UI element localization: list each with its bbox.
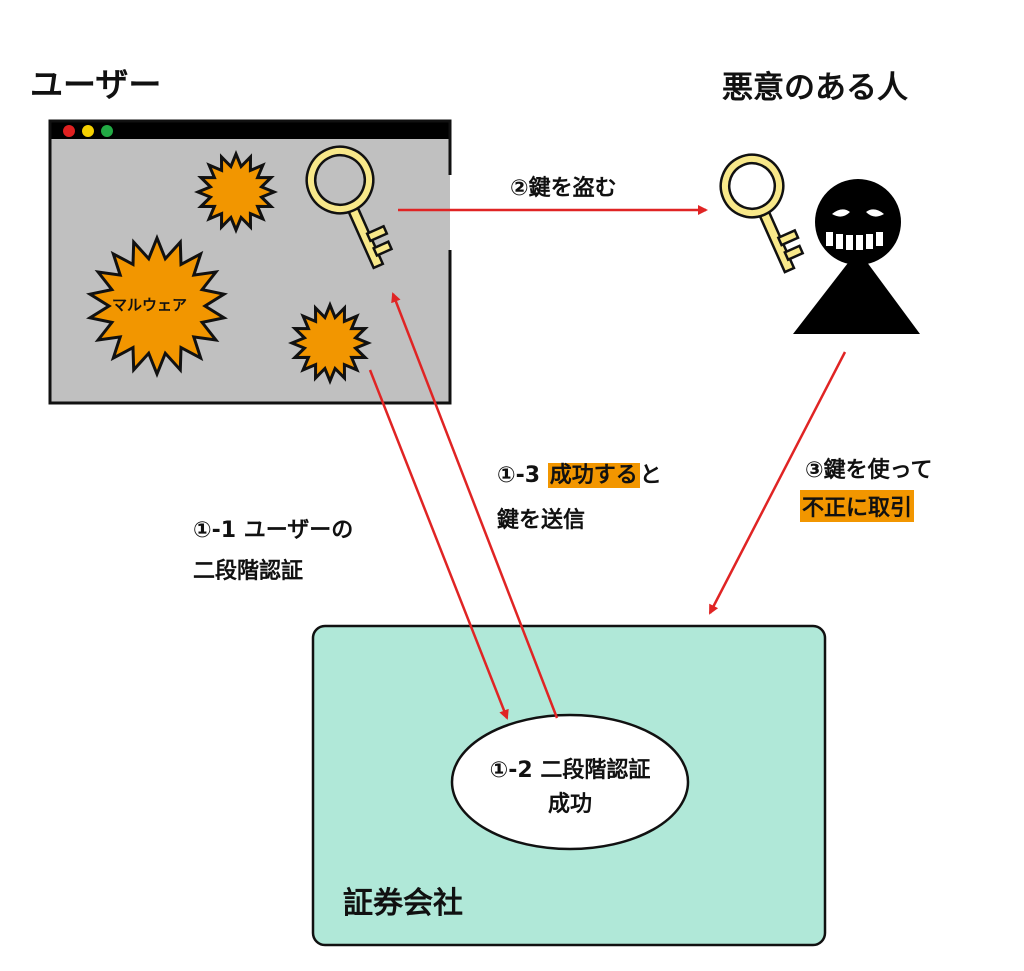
step1-2-line2: 成功 [547, 792, 592, 817]
step1-2-line1: ①-2 二段階認証 [489, 758, 651, 783]
arrow-fraud-trade [708, 351, 847, 615]
step2-label: ②鍵を盗む [510, 176, 617, 201]
malware-burst-small-icon [194, 150, 278, 234]
step1-3-line1: ①-3 成功すると [497, 457, 662, 489]
arrow-user-auth [368, 369, 509, 720]
step1-3-highlight: 成功する [547, 463, 640, 488]
attacker-label: 悪意のある人 [722, 70, 908, 106]
attacker-icon [793, 179, 920, 334]
malware-burst-large-icon [86, 233, 228, 379]
key-icon [305, 145, 394, 270]
step1-1-line2: 二段階認証 [193, 559, 304, 584]
close-dot-icon [63, 125, 75, 137]
malware-label: マルウェア [112, 296, 188, 314]
step1-3-prefix: ①-3 [497, 463, 548, 488]
malware-burst-small-icon [288, 301, 372, 385]
step1-3-line2: 鍵を送信 [497, 508, 586, 533]
stolen-key-icon [719, 153, 805, 274]
auth-success-ellipse [450, 713, 690, 851]
arrow-send-key [391, 292, 559, 719]
step1-1-line1: ①-1 ユーザーの [193, 518, 354, 543]
company-label: 証券会社 [343, 886, 463, 921]
step1-3-suffix: と [639, 463, 662, 488]
user-label: ユーザー [30, 65, 162, 104]
step3-line2: 不正に取引 [800, 490, 915, 522]
minimize-dot-icon [82, 125, 94, 137]
maximize-dot-icon [101, 125, 113, 137]
step3-line1: ③鍵を使って [805, 458, 933, 483]
